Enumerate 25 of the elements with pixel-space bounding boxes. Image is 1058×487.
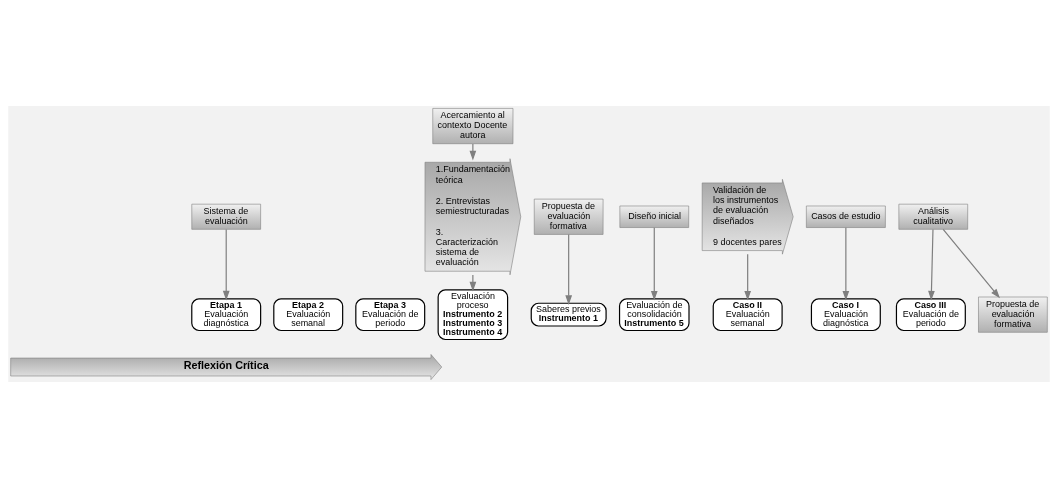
arrow: [469, 142, 477, 160]
node-box: Evaluación proceso Instrumento 2 Instrumento 3 Instrumento 4: [437, 288, 509, 340]
node-box: Saberes previos Instrumento 1: [530, 302, 607, 327]
arrow: [222, 228, 230, 300]
node-box: Acercamiento al contexto Docente autora: [432, 107, 514, 144]
arrow: [842, 226, 850, 301]
node-box: Propuesta de evaluación formativa: [978, 296, 1048, 333]
arrow: [565, 233, 573, 305]
node-box: Caso II Evaluación semanal: [712, 297, 783, 331]
arrow: [650, 226, 658, 301]
node-box: Caso I Evaluación diagnóstica: [810, 297, 881, 331]
arrow: [942, 228, 1000, 298]
node-box: Etapa 2 Evaluación semanal: [273, 297, 344, 331]
node-box: Sistema de evaluación: [191, 203, 261, 230]
node-box: Casos de estudio: [806, 205, 886, 228]
node-box: Propuesta de evaluación formativa: [533, 198, 604, 235]
node-box: Etapa 3 Evaluación de periodo: [355, 297, 426, 331]
node-box: Diseño inicial: [619, 205, 689, 228]
node-box: Análisis cualitativo: [898, 203, 968, 230]
node-box: Etapa 1 Evaluación diagnóstica: [191, 297, 262, 331]
node-box: Caso III Evaluación de periodo: [895, 297, 966, 331]
arrow: [744, 253, 752, 301]
node-box: Evaluación de consolidación Instrumento 5: [618, 297, 690, 331]
arrow: [469, 273, 477, 291]
arrow: [928, 228, 935, 300]
